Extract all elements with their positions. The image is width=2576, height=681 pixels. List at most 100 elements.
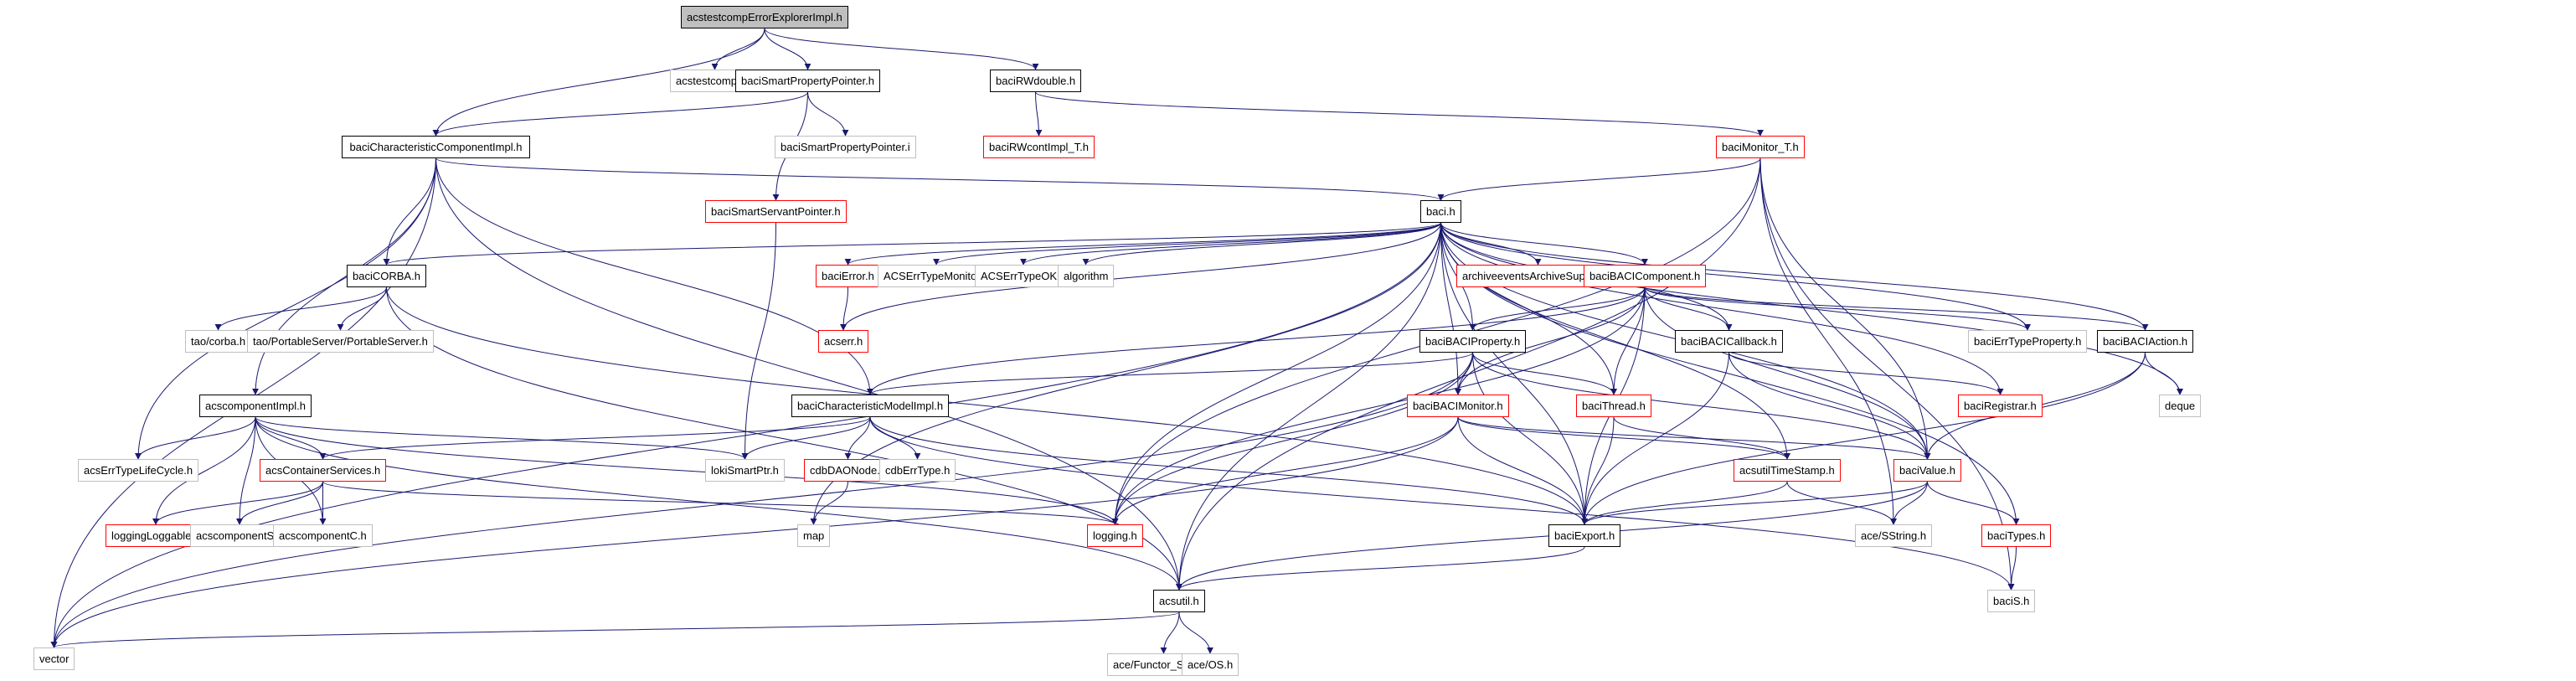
edge-baciCharacteristicModelImpl-to-cdbDAONode bbox=[844, 416, 871, 460]
node-baciCharacteristicModelImpl[interactable]: baciCharacteristicModelImpl.h bbox=[791, 395, 950, 417]
node-map: map bbox=[797, 524, 831, 547]
edge-baciCORBA-to-baciExport bbox=[386, 286, 1588, 525]
edge-baciBACIMonitor-to-acsutilTimeStamp bbox=[1457, 416, 1790, 460]
edge-baci-to-baciRegistrar bbox=[1440, 222, 2004, 395]
node-baciS: baciS.h bbox=[1987, 590, 2036, 612]
edge-root-to-acstestcompS bbox=[711, 28, 765, 70]
edge-acsutil-to-aceFunctorString bbox=[1160, 611, 1180, 654]
node-baciRWcontImpl_T[interactable]: baciRWcontImpl_T.h bbox=[983, 136, 1095, 158]
edge-baci-to-baciError bbox=[844, 222, 1441, 266]
edge-baci-to-acsutil bbox=[1176, 222, 1441, 591]
node-acsutil[interactable]: acsutil.h bbox=[1153, 590, 1205, 612]
edge-acsContainerServices-to-loggingLoggable bbox=[152, 481, 323, 525]
edge-baciCharacteristicComponentImpl-to-baci bbox=[435, 157, 1445, 201]
edge-baciBACICallback-to-baciValue bbox=[1728, 352, 1931, 460]
node-acscomponentImpl[interactable]: acscomponentImpl.h bbox=[199, 395, 312, 417]
node-acsContainerServices[interactable]: acsContainerServices.h bbox=[260, 459, 387, 482]
edge-baciBACIComponent-to-baciBACIMonitor bbox=[1455, 286, 1646, 395]
node-baciThread[interactable]: baciThread.h bbox=[1576, 395, 1651, 417]
edge-root-to-baciRWdouble bbox=[764, 28, 1039, 70]
edge-baciRWdouble-to-baciMonitor_T bbox=[1035, 91, 1764, 137]
node-logging[interactable]: logging.h bbox=[1087, 524, 1143, 547]
node-baci[interactable]: baci.h bbox=[1420, 200, 1461, 223]
node-baciCORBA[interactable]: baciCORBA.h bbox=[347, 265, 426, 287]
node-cdbDAONode[interactable]: cdbDAONode.h bbox=[804, 459, 893, 482]
edge-baci-to-baciBACIComponent bbox=[1440, 222, 1648, 266]
edge-baciCharacteristicComponentImpl-to-baciCharacteristicModelImpl bbox=[435, 157, 873, 395]
node-acstestcompErrorExplorerImpl[interactable]: acstestcompErrorExplorerImpl.h bbox=[681, 6, 848, 28]
node-loggingLoggable[interactable]: loggingLoggable.h bbox=[106, 524, 207, 547]
edge-baciThread-to-acsutilTimeStamp bbox=[1613, 416, 1790, 460]
edge-baciMonitor_T-to-baciS bbox=[1759, 157, 2015, 591]
edge-baciMonitor_T-to-baci bbox=[1437, 157, 1761, 201]
node-baciExport[interactable]: baciExport.h bbox=[1548, 524, 1621, 547]
node-ace-SString: ace/SString.h bbox=[1855, 524, 1933, 547]
node-algorithm: algorithm bbox=[1058, 265, 1115, 287]
edge-baci-to-acserr bbox=[840, 222, 1441, 331]
edge-baciCORBA-to-taoPortableServer bbox=[337, 286, 387, 331]
edge-baciExport-to-acsutil bbox=[1176, 546, 1585, 591]
node-tao-corba: tao/corba.h bbox=[185, 330, 252, 353]
node-baciRegistrar[interactable]: baciRegistrar.h bbox=[1958, 395, 2043, 417]
edge-baciCharacteristicModelImpl-to-cdbErrType bbox=[869, 416, 921, 460]
node-deque: deque bbox=[2159, 395, 2202, 417]
node-vector: vector bbox=[33, 647, 75, 670]
edge-acscomponentImpl-to-logging bbox=[255, 416, 1119, 525]
node-baciMonitor_T[interactable]: baciMonitor_T.h bbox=[1716, 136, 1805, 158]
node-baciCharacteristicComponentImpl[interactable]: baciCharacteristicComponentImpl.h bbox=[342, 136, 530, 158]
edge-baciRWdouble-to-baciRWcontImpl_T bbox=[1035, 91, 1043, 137]
node-baciTypes[interactable]: baciTypes.h bbox=[1981, 524, 2052, 547]
edge-baciBACIProperty-to-logging bbox=[1111, 352, 1473, 525]
node-baciBACICallback[interactable]: baciBACICallback.h bbox=[1675, 330, 1783, 353]
edge-baciBACIComponent-to-logging bbox=[1111, 286, 1646, 525]
edge-baciBACIProperty-to-baciValue bbox=[1472, 352, 1931, 460]
edge-baciBACIComponent-to-baciCharacteristicModelImpl bbox=[867, 286, 1646, 395]
edge-baci-to-logging bbox=[1111, 222, 1441, 525]
edge-baciBACIComponent-to-baciErrTypeProperty bbox=[1644, 286, 2031, 331]
edge-baci-to-vector bbox=[50, 222, 1441, 648]
node-baciSmartPropertyPointer-i: baciSmartPropertyPointer.i bbox=[775, 136, 916, 158]
edge-baciCharacteristicModelImpl-to-baciExport bbox=[869, 416, 1588, 525]
edge-baciBACIMonitor-to-logging bbox=[1111, 416, 1459, 525]
edge-acsutilTimeStamp-to-baciExport bbox=[1581, 481, 1788, 525]
edge-acsutil-to-aceOS bbox=[1178, 611, 1213, 654]
edge-acsutilTimeStamp-to-aceSString bbox=[1786, 481, 1897, 525]
edge-baciMonitor_T-to-baciValue bbox=[1759, 157, 1931, 460]
edge-baci-to-baciCORBA bbox=[383, 222, 1441, 266]
edge-baciMonitor_T-to-aceSString bbox=[1759, 157, 1897, 525]
edge-root-to-baciSmartPropertyPointer bbox=[764, 28, 811, 70]
edge-baciCORBA-to-taoCorba bbox=[214, 286, 387, 331]
edge-baciBACICallback-to-baciExport bbox=[1581, 352, 1729, 525]
edge-baci-to-ACSErrTypeMonitor bbox=[933, 222, 1441, 266]
edge-root-to-baciCharacteristicComponentImpl bbox=[432, 28, 765, 137]
node-baciRWdouble[interactable]: baciRWdouble.h bbox=[990, 70, 1082, 92]
node-baciValue[interactable]: baciValue.h bbox=[1893, 459, 1961, 482]
edge-baciBACIComponent-to-baciBACICallback bbox=[1644, 286, 1733, 331]
node-baciBACIAction[interactable]: baciBACIAction.h bbox=[2097, 330, 2194, 353]
edge-baciCharacteristicModelImpl-to-baciS bbox=[869, 416, 2015, 591]
node-acserr[interactable]: acserr.h bbox=[818, 330, 869, 353]
edge-baciCharacteristicComponentImpl-to-baciCORBA bbox=[383, 157, 436, 266]
edge-baci-to-algorithm bbox=[1082, 222, 1441, 266]
edge-baciValue-to-baciExport bbox=[1581, 481, 1928, 525]
edge-baciBACIMonitor-to-baciValue bbox=[1457, 416, 1931, 460]
node-baciBACIMonitor[interactable]: baciBACIMonitor.h bbox=[1407, 395, 1509, 417]
node-baciSmartServantPointer[interactable]: baciSmartServantPointer.h bbox=[705, 200, 847, 223]
node-baciBACIComponent[interactable]: baciBACIComponent.h bbox=[1584, 265, 1707, 287]
edge-baciBACIComponent-to-baciBACIAction bbox=[1644, 286, 2149, 331]
node-baciSmartPropertyPointer[interactable]: baciSmartPropertyPointer.h bbox=[735, 70, 880, 92]
edge-baci-to-deque bbox=[1440, 222, 2183, 395]
edge-baci-to-ACSErrTypeOK bbox=[1020, 222, 1441, 266]
node-tao-PortableServer: tao/PortableServer/PortableServer.h bbox=[247, 330, 434, 353]
node-baciError[interactable]: baciError.h bbox=[816, 265, 880, 287]
node-acsutilTimeStamp[interactable]: acsutilTimeStamp.h bbox=[1734, 459, 1841, 482]
node-acsErrTypeLifeCycle: acsErrTypeLifeCycle.h bbox=[78, 459, 199, 482]
node-baciBACIProperty[interactable]: baciBACIProperty.h bbox=[1419, 330, 1527, 353]
edge-acsContainerServices-to-logging bbox=[322, 481, 1119, 525]
edge-baciCharacteristicComponentImpl-to-acsErrTypeLifeCycle bbox=[135, 157, 436, 460]
node-lokiSmartPtr: lokiSmartPtr.h bbox=[705, 459, 785, 482]
node-baciErrTypeProperty: baciErrTypeProperty.h bbox=[1968, 330, 2088, 353]
edge-acscomponentImpl-to-acsutil bbox=[255, 416, 1182, 591]
edge-baciSmartPropertyPointer-to-baciSmartPropertyPointerI bbox=[807, 91, 849, 137]
